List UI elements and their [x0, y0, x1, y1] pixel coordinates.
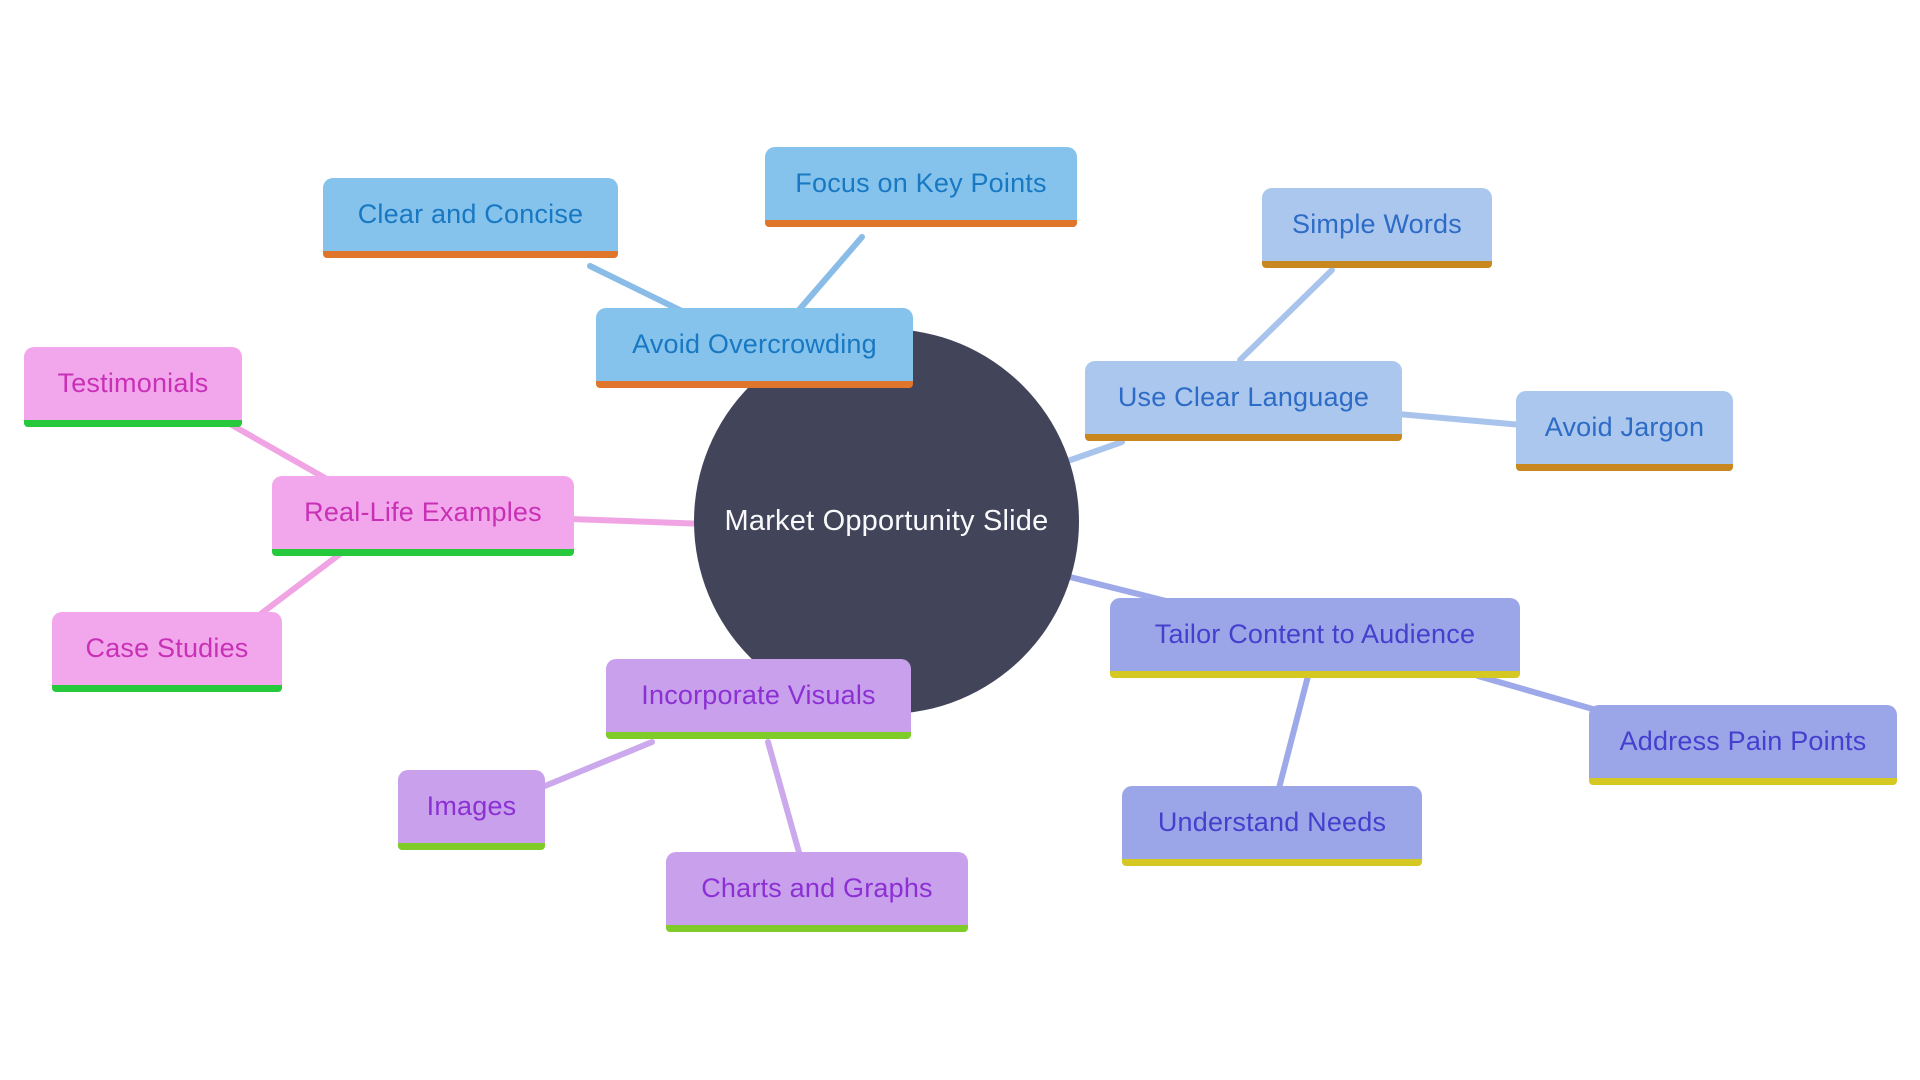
- node-label: Real-Life Examples: [304, 497, 542, 527]
- node-images[interactable]: Images: [398, 770, 545, 850]
- central-topic-label: Market Opportunity Slide: [724, 505, 1049, 537]
- edge-incorporate-visuals-images: [537, 739, 655, 791]
- node-label: Incorporate Visuals: [641, 680, 876, 710]
- node-tailor-content-to-audience[interactable]: Tailor Content to Audience: [1110, 598, 1520, 678]
- node-use-clear-language[interactable]: Use Clear Language: [1085, 361, 1402, 441]
- node-label: Testimonials: [57, 368, 209, 398]
- node-charts-and-graphs[interactable]: Charts and Graphs: [666, 852, 968, 932]
- node-label: Case Studies: [85, 633, 249, 663]
- node-avoid-jargon[interactable]: Avoid Jargon: [1516, 391, 1733, 471]
- node-label: Use Clear Language: [1117, 382, 1370, 412]
- node-clear-and-concise[interactable]: Clear and Concise: [323, 178, 618, 258]
- node-label: Charts and Graphs: [701, 873, 933, 903]
- edge-focus-on-key-points-avoid-overcrowding: [789, 234, 865, 321]
- node-incorporate-visuals[interactable]: Incorporate Visuals: [606, 659, 911, 739]
- node-focus-on-key-points[interactable]: Focus on Key Points: [765, 147, 1077, 227]
- node-label: Simple Words: [1292, 209, 1462, 239]
- node-label: Clear and Concise: [357, 199, 584, 229]
- node-label: Address Pain Points: [1619, 726, 1867, 756]
- node-label: Images: [426, 791, 517, 821]
- edge-real-life-examples-center: [567, 516, 709, 527]
- edge-real-life-examples-case-studies: [255, 551, 343, 619]
- node-label: Focus on Key Points: [795, 168, 1047, 198]
- node-real-life-examples[interactable]: Real-Life Examples: [272, 476, 574, 556]
- node-simple-words[interactable]: Simple Words: [1262, 188, 1492, 268]
- node-understand-needs[interactable]: Understand Needs: [1122, 786, 1422, 866]
- edge-testimonials-real-life-examples: [227, 421, 335, 485]
- edge-use-clear-language-avoid-jargon: [1395, 411, 1525, 428]
- node-label: Avoid Overcrowding: [632, 329, 877, 359]
- edge-center-use-clear-language: [1059, 439, 1125, 466]
- node-label: Tailor Content to Audience: [1154, 619, 1476, 649]
- node-avoid-overcrowding[interactable]: Avoid Overcrowding: [596, 308, 913, 388]
- edge-tailor-content-understand-needs: [1275, 673, 1311, 795]
- edge-tailor-content-address-pain-points: [1475, 673, 1613, 717]
- node-testimonials[interactable]: Testimonials: [24, 347, 242, 427]
- node-label: Understand Needs: [1157, 807, 1387, 837]
- central-topic-market-opportunity-slide[interactable]: Market Opportunity Slide: [694, 329, 1079, 714]
- node-case-studies[interactable]: Case Studies: [52, 612, 282, 692]
- edge-incorporate-visuals-charts-and-graphs: [765, 739, 803, 859]
- edge-simple-words-use-clear-language: [1237, 267, 1335, 363]
- node-address-pain-points[interactable]: Address Pain Points: [1589, 705, 1897, 785]
- node-label: Avoid Jargon: [1544, 412, 1705, 442]
